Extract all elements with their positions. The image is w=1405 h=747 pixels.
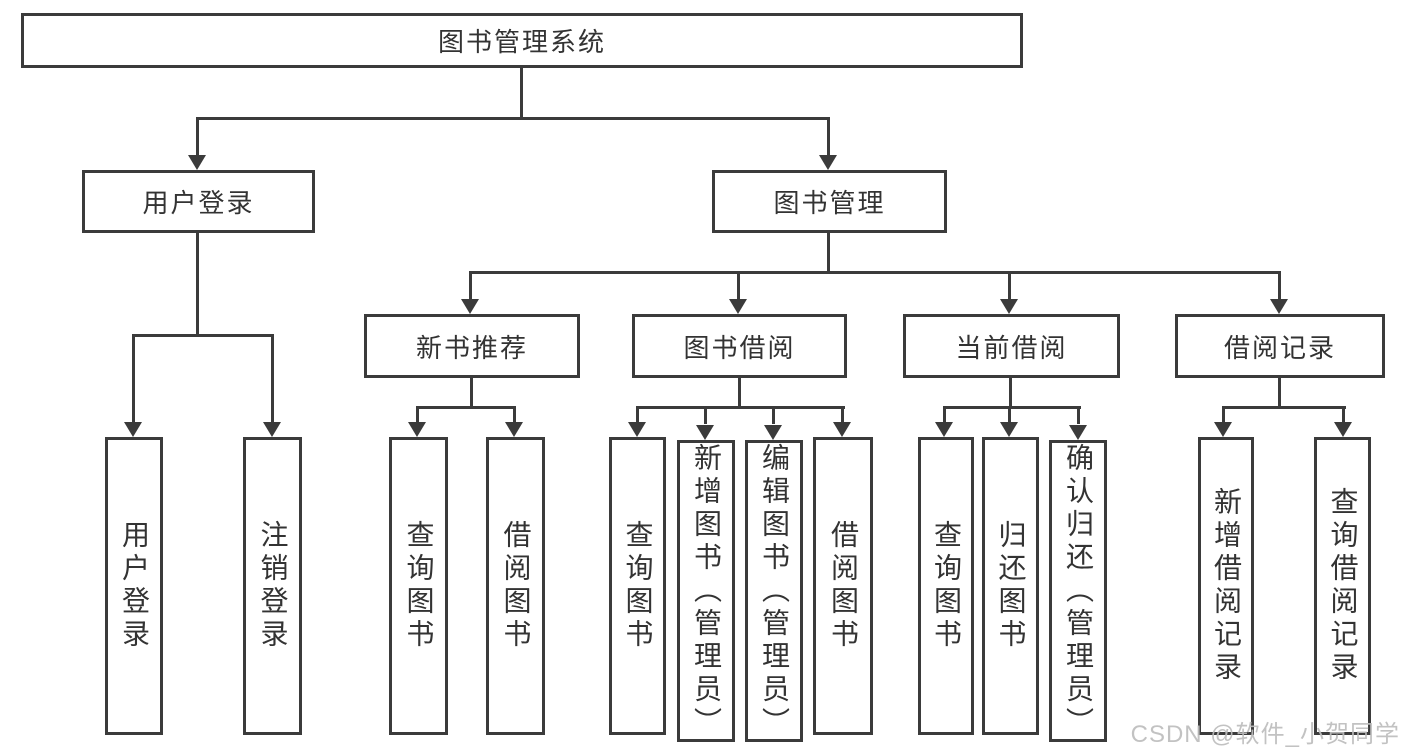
leaf-edit-book-admin: 编辑图书（管理员）: [745, 440, 803, 742]
leaf-query-book-recommend-label: 查询图书: [403, 520, 435, 652]
leaf-confirm-return-admin: 确认归还（管理员）: [1049, 440, 1107, 742]
connector-line: [1008, 406, 1011, 424]
watermark: CSDN @软件_小贺同学: [1130, 721, 1400, 747]
leaf-return-book-label: 归还图书: [995, 520, 1027, 652]
arrow-down-icon: [764, 425, 782, 440]
arrow-down-icon: [1270, 299, 1288, 314]
connector-line: [1222, 406, 1225, 424]
arrow-down-icon: [1334, 422, 1352, 437]
node-borrow-record: 借阅记录: [1175, 314, 1385, 378]
leaf-query-book-current-label: 查询图书: [931, 520, 962, 652]
leaf-user-login: 用户登录: [105, 437, 163, 735]
node-book-mgmt-label: 图书管理: [773, 188, 886, 218]
connector-line: [196, 233, 199, 335]
connector-line: [772, 406, 775, 424]
connector-line: [1278, 378, 1281, 408]
connector-line: [704, 406, 707, 424]
leaf-query-book-borrow: 查询图书: [609, 437, 666, 735]
node-current-borrow-label: 当前借阅: [955, 332, 1068, 363]
node-current-borrow: 当前借阅: [903, 314, 1120, 378]
node-book-mgmt: 图书管理: [712, 170, 947, 233]
connector-line: [470, 378, 473, 408]
node-user-login: 用户登录: [82, 170, 315, 233]
connector-line: [196, 117, 830, 120]
arrow-down-icon: [408, 422, 426, 437]
connector-line: [1009, 378, 1012, 408]
arrow-down-icon: [729, 299, 747, 314]
leaf-add-borrow-record: 新增借阅记录: [1198, 437, 1254, 735]
connector-line: [738, 378, 741, 408]
connector-line: [1278, 271, 1281, 301]
connector-line: [1008, 271, 1011, 301]
connector-line: [271, 334, 274, 424]
leaf-add-book-admin-label: 新增图书（管理员）: [691, 442, 722, 740]
node-new-book-recommend-label: 新书推荐: [415, 332, 528, 363]
arrow-down-icon: [696, 425, 714, 440]
leaf-confirm-return-admin-label: 确认归还（管理员）: [1063, 442, 1094, 740]
connector-line: [416, 406, 419, 424]
leaf-borrow-book-recommend-label: 借阅图书: [500, 520, 532, 652]
arrow-down-icon: [833, 422, 851, 437]
leaf-borrow-book-recommend: 借阅图书: [486, 437, 545, 735]
arrow-down-icon: [1000, 422, 1018, 437]
node-book-borrow-label: 图书借阅: [683, 332, 796, 363]
connector-line: [1222, 406, 1346, 409]
node-book-borrow: 图书借阅: [632, 314, 847, 378]
leaf-add-borrow-record-label: 新增借阅记录: [1211, 487, 1242, 685]
arrow-down-icon: [124, 422, 142, 437]
arrow-down-icon: [1214, 422, 1232, 437]
connector-line: [469, 271, 472, 301]
connector-line: [737, 271, 740, 301]
node-book-system: 图书管理系统: [21, 13, 1023, 68]
arrow-down-icon: [461, 299, 479, 314]
leaf-user-login-label: 用户登录: [119, 520, 150, 652]
arrow-down-icon: [505, 422, 523, 437]
connector-line: [132, 334, 135, 424]
connector-line: [636, 406, 639, 424]
node-book-system-label: 图书管理系统: [437, 27, 606, 57]
node-new-book-recommend: 新书推荐: [364, 314, 580, 378]
arrow-down-icon: [819, 155, 837, 170]
connector-line: [841, 406, 844, 424]
leaf-query-borrow-record: 查询借阅记录: [1314, 437, 1371, 735]
connector-line: [827, 117, 830, 157]
connector-line: [196, 117, 199, 157]
leaf-add-book-admin: 新增图书（管理员）: [677, 440, 735, 742]
leaf-borrow-book-label: 借阅图书: [828, 520, 859, 652]
node-user-login-label: 用户登录: [142, 188, 255, 218]
leaf-query-book-current: 查询图书: [918, 437, 974, 735]
connector-line: [943, 406, 1081, 409]
connector-line: [469, 271, 1281, 274]
arrow-down-icon: [263, 422, 281, 437]
connector-line: [520, 68, 523, 118]
connector-line: [416, 406, 516, 409]
arrow-down-icon: [1069, 425, 1087, 440]
arrow-down-icon: [1000, 299, 1018, 314]
arrow-down-icon: [935, 422, 953, 437]
leaf-logout-login: 注销登录: [243, 437, 302, 735]
leaf-borrow-book: 借阅图书: [813, 437, 873, 735]
leaf-return-book: 归还图书: [982, 437, 1039, 735]
leaf-logout-login-label: 注销登录: [257, 520, 289, 652]
leaf-edit-book-admin-label: 编辑图书（管理员）: [759, 442, 790, 740]
connector-line: [636, 406, 845, 409]
connector-line: [513, 406, 516, 424]
connector-line: [827, 233, 830, 273]
leaf-query-borrow-record-label: 查询借阅记录: [1327, 487, 1359, 685]
connector-line: [132, 334, 274, 337]
leaf-query-book-borrow-label: 查询图书: [622, 520, 654, 652]
node-borrow-record-label: 借阅记录: [1223, 332, 1336, 363]
connector-line: [943, 406, 946, 424]
arrow-down-icon: [188, 155, 206, 170]
leaf-query-book-recommend: 查询图书: [389, 437, 448, 735]
arrow-down-icon: [628, 422, 646, 437]
connector-line: [1077, 406, 1080, 424]
connector-line: [1342, 406, 1345, 424]
